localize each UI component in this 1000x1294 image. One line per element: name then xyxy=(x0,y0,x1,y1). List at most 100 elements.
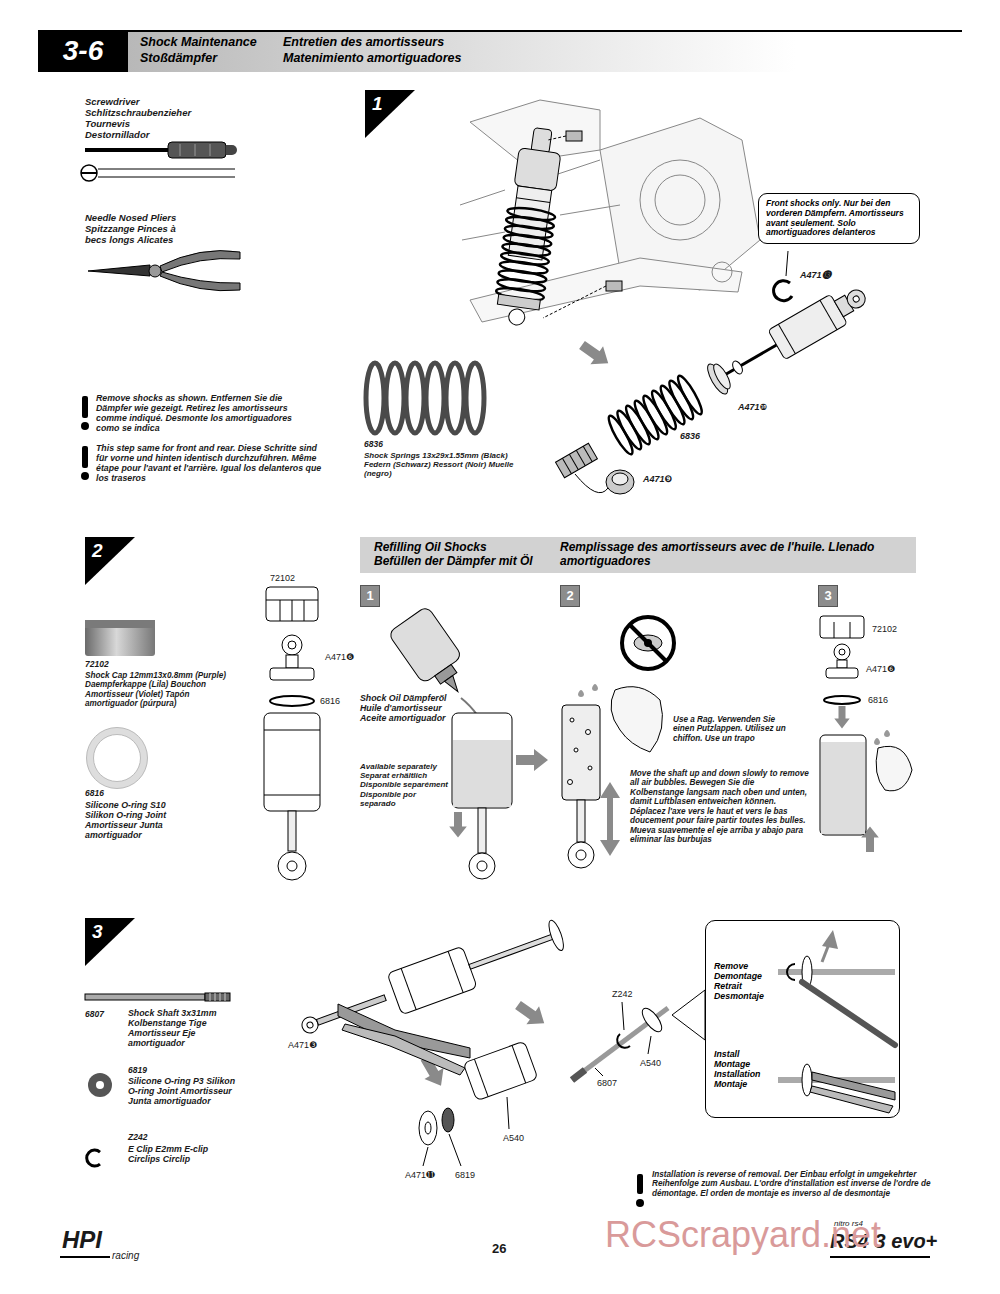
shock-body xyxy=(577,800,585,842)
spring-cup xyxy=(606,470,634,494)
screwdriver-icon xyxy=(168,142,226,158)
prohibited-symbol xyxy=(622,617,674,669)
direction-arrow xyxy=(516,749,548,771)
step-marker xyxy=(365,90,415,138)
leader-line xyxy=(423,1002,651,1166)
shock-body xyxy=(452,713,512,808)
exploded-shock xyxy=(839,649,845,655)
callout-pointer xyxy=(672,990,705,1040)
section-band: Refilling Oil Shocks Befüllen der Dämpfe… xyxy=(360,537,916,573)
shock-body xyxy=(512,1045,526,1083)
exploded-shock xyxy=(614,408,645,451)
screw xyxy=(566,131,582,141)
screwdriver-icon xyxy=(226,145,237,155)
install-detail xyxy=(810,1086,893,1113)
warning-icon xyxy=(637,1174,643,1194)
o-ring-drawing xyxy=(442,1108,454,1132)
exploded-shock xyxy=(837,660,847,668)
oil-drop xyxy=(592,684,598,691)
exploded-shock xyxy=(264,713,320,811)
step-number: 2 xyxy=(92,540,103,562)
shock-body xyxy=(474,1059,488,1097)
instruction: Install Montage Installation Montaje xyxy=(714,1049,776,1089)
oil-drop xyxy=(884,730,890,737)
pliers-icon xyxy=(149,265,161,277)
shock-body xyxy=(469,853,495,879)
section-title: Shock Maintenance xyxy=(140,35,257,49)
part-callout: 6807 xyxy=(597,1078,617,1088)
shock-disassembly xyxy=(306,1021,314,1029)
part-callout: A471⓫ xyxy=(405,1170,435,1180)
shock-cap-photo xyxy=(85,620,155,656)
brand-logo: racing xyxy=(112,1250,139,1262)
part-callout: Z242 xyxy=(612,989,633,999)
shock-shaft-drawing xyxy=(572,1070,585,1080)
exploded-shock xyxy=(264,730,320,731)
shock-disassembly xyxy=(387,946,477,1015)
section-title: Entretien des amortisseurs xyxy=(283,35,444,49)
exploded-shock xyxy=(266,587,318,621)
leader-line xyxy=(648,1036,651,1054)
shock-absorber xyxy=(497,294,540,310)
exploded-shock xyxy=(649,388,680,431)
rag xyxy=(876,746,912,791)
shock-shaft-drawing xyxy=(572,1005,668,1080)
exploded-shock xyxy=(569,454,578,470)
section-number: 3-6 xyxy=(63,35,103,67)
removal-detail xyxy=(822,930,838,949)
exploded-shock xyxy=(288,811,296,851)
exploded-shock xyxy=(820,300,837,329)
exploded-shock xyxy=(304,600,305,621)
install-detail xyxy=(778,1064,895,1113)
screwdriver-icon xyxy=(195,144,196,156)
direction-arrow xyxy=(576,336,615,372)
shock-absorber xyxy=(496,206,556,303)
o-ring-drawing xyxy=(419,1111,437,1145)
logo-stripe xyxy=(830,1256,930,1258)
shock-absorber xyxy=(514,148,561,191)
part-callout: A471❾ xyxy=(643,474,672,484)
o-ring-photo xyxy=(94,735,141,782)
pliers-icon xyxy=(88,265,150,276)
exploded-shock xyxy=(666,378,697,421)
shock-body xyxy=(452,713,512,879)
watermark: RCScrapyard.net xyxy=(605,1214,881,1255)
exploded-shock xyxy=(824,696,860,704)
logo-stripe xyxy=(60,1256,930,1258)
exploded-shock xyxy=(288,641,296,649)
screwdriver-icon xyxy=(81,165,97,181)
callout-pointer xyxy=(672,990,705,1040)
spring-photo xyxy=(366,363,484,433)
exploded-shock xyxy=(278,852,306,880)
oil-bottle xyxy=(388,606,463,684)
exploded-shock xyxy=(778,324,795,353)
part-callout: A540 xyxy=(640,1058,661,1068)
direction-arrow xyxy=(512,996,551,1032)
spring-cup xyxy=(612,473,628,485)
part-description: E Clip E2mm E-clip Circlips Circlip xyxy=(128,1144,228,1164)
substep-number: 1 xyxy=(366,588,373,603)
instruction: Move the shaft up and down slowly to rem… xyxy=(630,769,810,844)
screwdriver-icon xyxy=(98,169,235,170)
pliers-drawing xyxy=(342,1024,465,1075)
part-name: Needle Nosed Pliers Spitzzange Pinces à … xyxy=(85,213,185,246)
exploded-shock xyxy=(821,742,865,834)
part-number: Z242 xyxy=(128,1133,147,1143)
shock-absorber xyxy=(504,224,553,241)
shock-shaft-icon xyxy=(220,993,221,1001)
exploded-shock xyxy=(623,403,654,446)
part-name: Screwdriver Schlitzschraubenzieher Tourn… xyxy=(85,97,193,141)
step-number: 3 xyxy=(85,918,135,966)
direction-arrow xyxy=(576,336,615,372)
screw xyxy=(548,136,566,140)
shock-shaft-icon xyxy=(215,993,216,1001)
part-callout: 6836 xyxy=(680,431,700,441)
note: This step same for front and rear. Diese… xyxy=(96,443,326,483)
oil-drop xyxy=(874,738,880,745)
exploded-shock xyxy=(820,616,864,638)
chassis-drawing xyxy=(555,160,600,175)
exploded-shock xyxy=(286,655,298,668)
shock-shaft-icon xyxy=(225,993,226,1001)
shock-absorber xyxy=(507,206,556,223)
e-clip-icon xyxy=(87,1150,100,1166)
